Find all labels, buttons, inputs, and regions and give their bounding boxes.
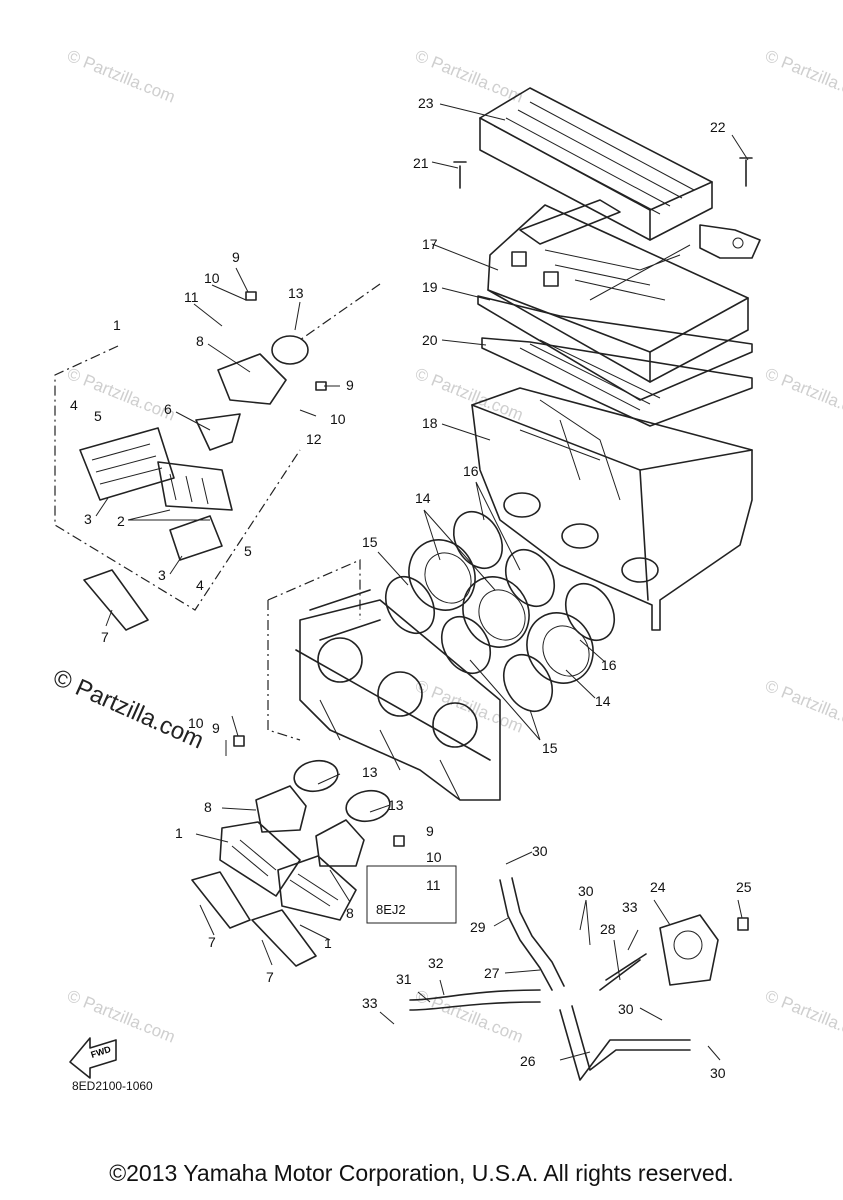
fuel-system bbox=[409, 877, 749, 1081]
callout-13: 13 bbox=[288, 285, 304, 301]
callout-7: 7 bbox=[266, 969, 274, 985]
callout-30: 30 bbox=[578, 883, 594, 899]
callout-14: 14 bbox=[595, 693, 611, 709]
callout-33: 33 bbox=[362, 995, 378, 1011]
copyright-notice: ©2013 Yamaha Motor Corporation, U.S.A. A… bbox=[109, 1160, 734, 1186]
callout-33: 33 bbox=[622, 899, 638, 915]
callout-28: 28 bbox=[600, 921, 616, 937]
screws bbox=[233, 157, 753, 847]
callout-15: 15 bbox=[362, 534, 378, 550]
clamp bbox=[345, 789, 391, 823]
callout-9: 9 bbox=[232, 249, 240, 265]
callout-22: 22 bbox=[710, 119, 726, 135]
callout-18: 18 bbox=[422, 415, 438, 431]
callout-13: 13 bbox=[362, 764, 378, 780]
callout-12: 12 bbox=[306, 431, 322, 447]
callout-7: 7 bbox=[208, 934, 216, 950]
watermark: © Partzilla.com bbox=[65, 986, 178, 1047]
clamp bbox=[271, 335, 309, 365]
callout-5: 5 bbox=[244, 543, 252, 559]
callout-10: 10 bbox=[426, 849, 442, 865]
callout-25: 25 bbox=[736, 879, 752, 895]
variant-box-label: 8EJ2 bbox=[376, 902, 406, 917]
callout-10: 10 bbox=[204, 270, 220, 286]
air-filter-case bbox=[471, 387, 753, 631]
callout-3: 3 bbox=[158, 567, 166, 583]
callout-16: 16 bbox=[601, 657, 617, 673]
callout-14: 14 bbox=[415, 490, 431, 506]
callout-26: 26 bbox=[520, 1053, 536, 1069]
callout-15: 15 bbox=[542, 740, 558, 756]
leader-lines bbox=[95, 103, 749, 1061]
callout-30: 30 bbox=[710, 1065, 726, 1081]
callout-2: 2 bbox=[117, 513, 125, 529]
watermark: © Partzilla.com bbox=[763, 676, 843, 737]
watermark: © Partzilla.com bbox=[763, 46, 843, 107]
element-seal bbox=[481, 337, 753, 427]
callout-labels: 23 22 21 17 19 20 18 16 16 14 14 15 15 1… bbox=[70, 95, 752, 1081]
callout-7: 7 bbox=[101, 629, 109, 645]
diagram-code: 8ED2100-1060 bbox=[72, 1079, 153, 1093]
callout-8: 8 bbox=[204, 799, 212, 815]
callout-19: 19 bbox=[422, 279, 438, 295]
watermark: © Partzilla.com bbox=[413, 676, 526, 737]
callout-29: 29 bbox=[470, 919, 486, 935]
callout-5: 5 bbox=[94, 408, 102, 424]
watermark: © Partzilla.com bbox=[65, 46, 178, 107]
gasket bbox=[477, 295, 753, 401]
callout-30: 30 bbox=[618, 1001, 634, 1017]
clamp bbox=[293, 759, 339, 793]
callout-30: 30 bbox=[532, 843, 548, 859]
callout-13: 13 bbox=[388, 797, 404, 813]
callout-1: 1 bbox=[113, 317, 121, 333]
callout-24: 24 bbox=[650, 879, 666, 895]
callout-9: 9 bbox=[426, 823, 434, 839]
callout-1: 1 bbox=[175, 825, 183, 841]
air-filter-cover bbox=[487, 199, 761, 383]
air-filter-element bbox=[479, 87, 713, 241]
intake-joints bbox=[384, 510, 616, 713]
watermark: © Partzilla.com bbox=[65, 364, 178, 425]
reed-valve-group bbox=[54, 283, 381, 631]
callout-31: 31 bbox=[396, 971, 412, 987]
watermark: © Partzilla.com bbox=[413, 986, 526, 1047]
callout-9: 9 bbox=[346, 377, 354, 393]
callout-20: 20 bbox=[422, 332, 438, 348]
variant-box bbox=[366, 865, 457, 924]
lower-intake-parts bbox=[191, 785, 365, 967]
callout-23: 23 bbox=[418, 95, 434, 111]
fwd-arrow-icon: FWD bbox=[69, 1037, 117, 1079]
callout-4: 4 bbox=[70, 397, 78, 413]
watermark-layer: © Partzilla.com © Partzilla.com © Partzi… bbox=[65, 46, 843, 1047]
carburetor-assembly bbox=[267, 559, 501, 801]
callout-4: 4 bbox=[196, 577, 204, 593]
watermark: © Partzilla.com bbox=[763, 986, 843, 1047]
callout-3: 3 bbox=[84, 511, 92, 527]
callout-11: 11 bbox=[426, 877, 441, 893]
callout-27: 27 bbox=[484, 965, 500, 981]
callout-11: 11 bbox=[184, 289, 199, 305]
callout-8: 8 bbox=[196, 333, 204, 349]
callout-32: 32 bbox=[428, 955, 444, 971]
callout-10: 10 bbox=[188, 715, 204, 731]
callout-8: 8 bbox=[346, 905, 354, 921]
callout-21: 21 bbox=[413, 155, 429, 171]
callout-10: 10 bbox=[330, 411, 346, 427]
callout-9: 9 bbox=[212, 720, 220, 736]
callout-17: 17 bbox=[422, 236, 438, 252]
callout-16: 16 bbox=[463, 463, 479, 479]
callout-6: 6 bbox=[164, 401, 172, 417]
watermark: © Partzilla.com bbox=[763, 364, 843, 425]
callout-1: 1 bbox=[324, 935, 332, 951]
